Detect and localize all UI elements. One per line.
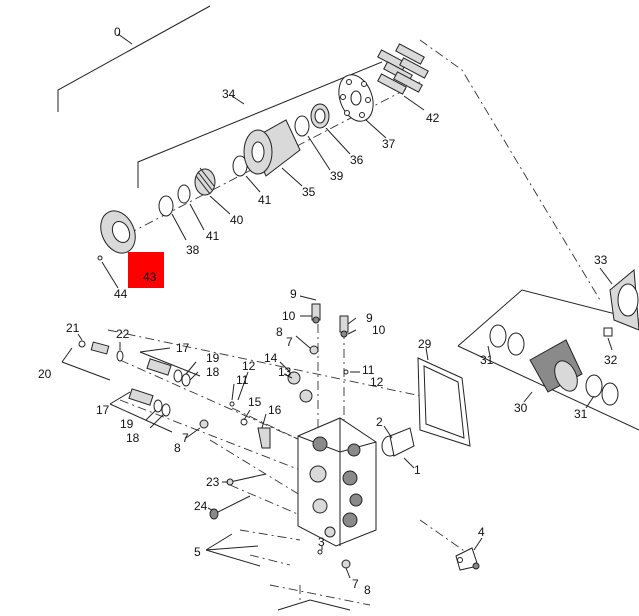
- callout-43: 43: [143, 270, 157, 284]
- swashplate-33: [609, 269, 639, 331]
- callout-13: 13: [278, 365, 292, 379]
- callout-8b: 8: [174, 441, 181, 455]
- ring-41: [177, 184, 191, 204]
- callout-8c: 8: [364, 583, 371, 597]
- highlight-box-43: [128, 252, 164, 288]
- callout-34: 34: [222, 87, 236, 101]
- callout-41a: 41: [258, 193, 272, 207]
- main-housing-1: [297, 417, 377, 547]
- callout-19a: 19: [206, 351, 220, 365]
- callout-12b: 12: [242, 359, 256, 373]
- pin-44: [97, 255, 103, 261]
- bearing-36: [310, 103, 330, 129]
- callout-38: 38: [186, 243, 200, 257]
- orifice-11b: [229, 401, 235, 407]
- callout-17a: 17: [176, 341, 190, 355]
- callout-41b: 41: [206, 229, 220, 243]
- callout-36: 36: [350, 153, 364, 167]
- solenoid-13: [287, 371, 313, 403]
- callout-39: 39: [330, 169, 344, 183]
- callout-7c: 7: [352, 577, 359, 591]
- callout-21: 21: [66, 321, 80, 335]
- callout-18b: 18: [126, 431, 140, 445]
- cylinder-block-35: [243, 119, 301, 177]
- seal-31d: [601, 382, 619, 406]
- valve-cartridge-lower: [128, 388, 171, 417]
- callout-32: 32: [604, 353, 618, 367]
- seal-31c: [585, 374, 603, 398]
- plug-8: [199, 419, 209, 429]
- callout-29: 29: [418, 337, 432, 351]
- callout-10b: 10: [372, 323, 386, 337]
- fitting-group-21-22: [78, 340, 124, 362]
- assembly-0-bracket: [57, 5, 211, 112]
- plug-3: [317, 549, 323, 555]
- callout-42: 42: [426, 111, 440, 125]
- callout-31b: 31: [574, 407, 588, 421]
- callout-2: 2: [376, 415, 383, 429]
- callout-24: 24: [194, 499, 208, 513]
- servo-piston-30: [529, 339, 583, 393]
- callout-23: 23: [206, 475, 220, 489]
- callout-20: 20: [38, 367, 52, 381]
- bolt-24: [209, 495, 251, 520]
- port-plate: [100, 210, 136, 254]
- callout-18a: 18: [206, 365, 220, 379]
- callout-31a: 31: [480, 353, 494, 367]
- callout-0: 0: [114, 25, 121, 39]
- callout-8a: 8: [276, 325, 283, 339]
- callout-15: 15: [248, 395, 262, 409]
- ring-39: [294, 115, 310, 137]
- callout-30: 30: [514, 401, 528, 415]
- seal-31a: [489, 324, 507, 348]
- bushing-2: [381, 427, 415, 457]
- callout-17b: 17: [96, 403, 110, 417]
- callout-9b: 9: [366, 311, 373, 325]
- callout-5: 5: [194, 545, 201, 559]
- callout-19b: 19: [120, 417, 134, 431]
- retainer-plate-37: [338, 74, 374, 122]
- callout-4: 4: [478, 525, 485, 539]
- bracket-4: [455, 547, 480, 571]
- orifice-11: [343, 369, 349, 375]
- callout-11b: 11: [236, 373, 249, 387]
- ring-38: [158, 195, 174, 217]
- assembly-34-bracket: [137, 61, 383, 188]
- valve-cartridge-upper: [146, 358, 191, 387]
- spring-40: [194, 167, 216, 196]
- callout-3: 3: [318, 535, 325, 549]
- plug-7c: [341, 559, 351, 569]
- callout-35: 35: [302, 185, 316, 199]
- callout-16: 16: [268, 403, 282, 417]
- callout-12a: 12: [370, 375, 384, 389]
- block-32: [603, 327, 613, 337]
- pistons-42: [377, 43, 429, 95]
- bolt-23: [226, 473, 267, 486]
- fitting-9-10-left: [311, 303, 321, 324]
- seal-31b: [507, 332, 525, 356]
- callout-1: 1: [414, 463, 421, 477]
- callout-44: 44: [114, 287, 128, 301]
- callout-22: 22: [116, 327, 130, 341]
- callout-11a: 11: [362, 363, 375, 377]
- callout-10a: 10: [282, 309, 296, 323]
- callout-9a: 9: [290, 287, 297, 301]
- callout-7b: 7: [182, 431, 189, 445]
- callout-37: 37: [382, 137, 396, 151]
- callout-40: 40: [230, 213, 244, 227]
- callout-7a: 7: [286, 335, 293, 349]
- pilot-valve-15-16: [240, 418, 271, 449]
- callout-33: 33: [594, 253, 608, 267]
- gasket-29: [417, 357, 471, 447]
- plug-7: [309, 345, 319, 355]
- fitting-9-10-right: [339, 315, 349, 338]
- callout-14: 14: [264, 351, 278, 365]
